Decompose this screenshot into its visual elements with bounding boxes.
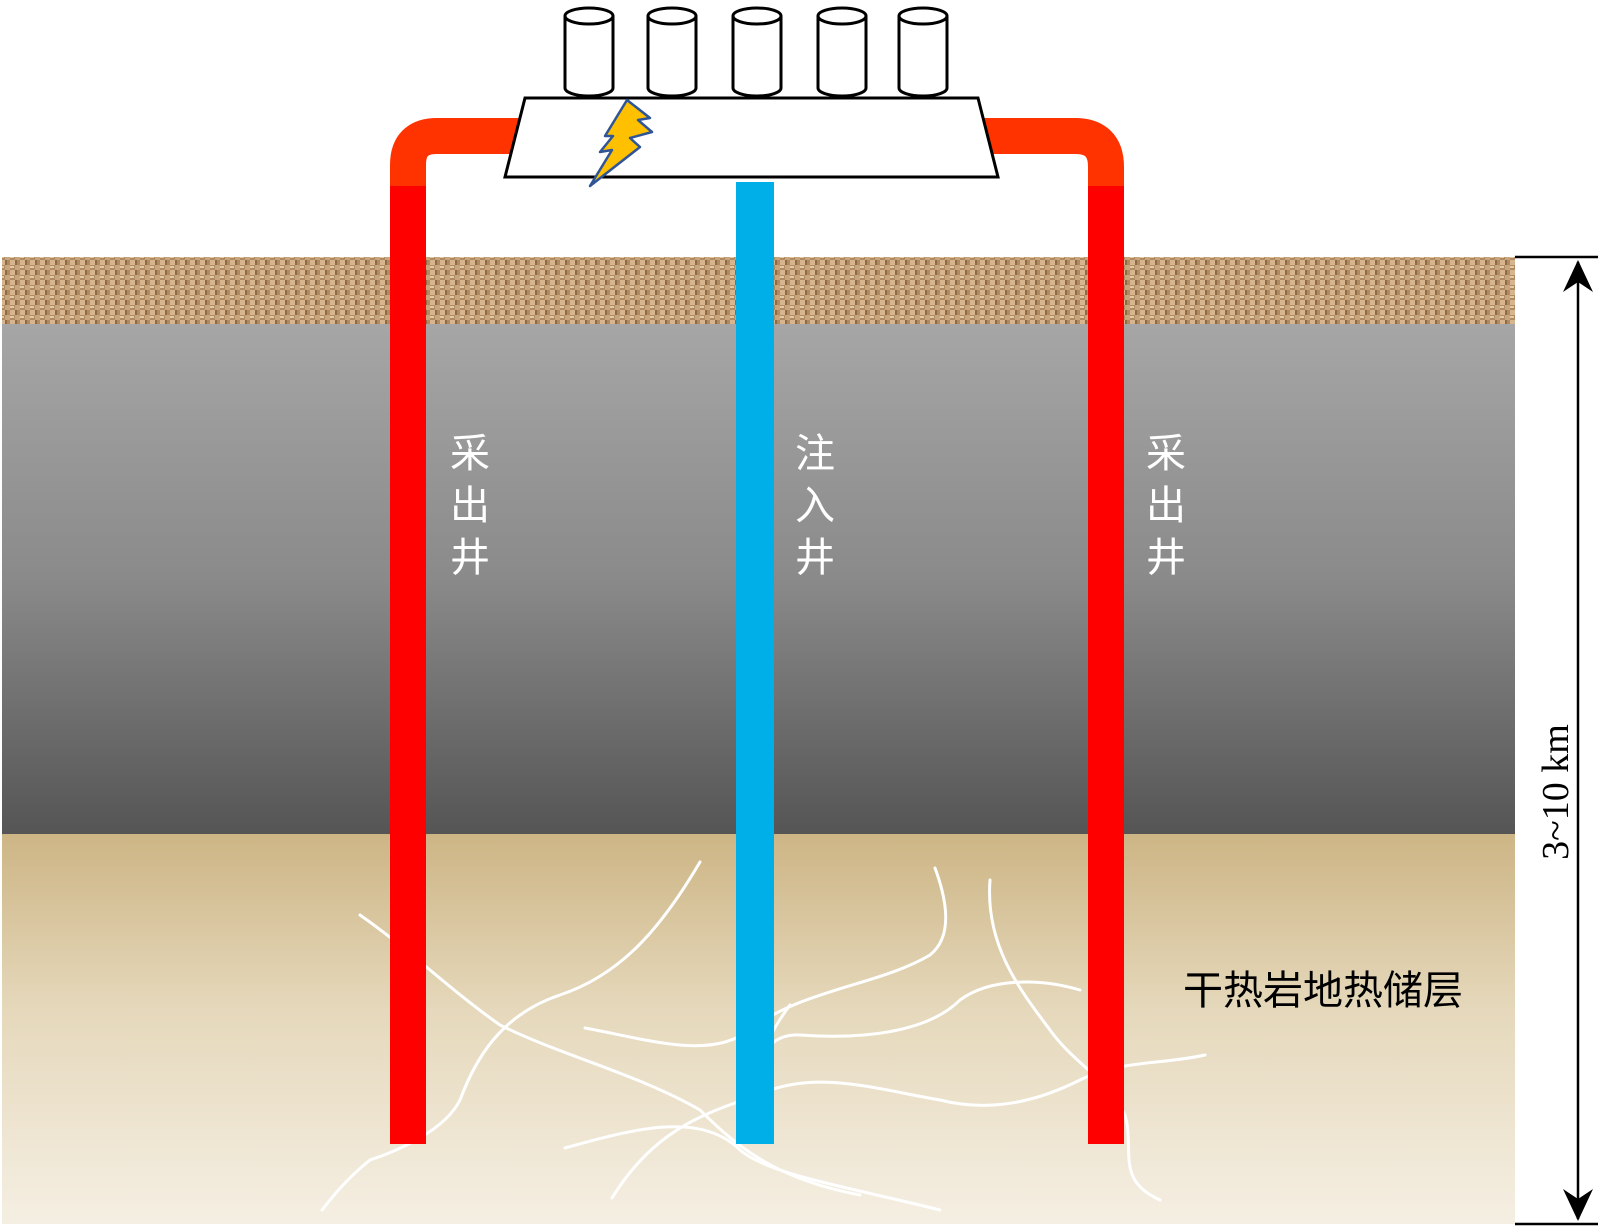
- production-well-left-label: 采出井: [450, 431, 490, 581]
- production-well-left: [390, 186, 426, 1144]
- power-plant-icon: [503, 6, 1000, 188]
- cooling-tower-1: [563, 6, 615, 98]
- reservoir-label: 干热岩地热储层: [1183, 968, 1463, 1014]
- cooling-tower-4: [816, 6, 868, 98]
- production-pipe-right: [983, 118, 1124, 186]
- cooling-tower-5: [897, 6, 949, 98]
- double-arrow-icon: [1563, 260, 1593, 1221]
- injection-well-label: 注入井: [795, 431, 835, 581]
- lightning-icon: [588, 98, 654, 188]
- depth-label: 3~10 km: [1535, 724, 1577, 860]
- cooling-tower-2: [646, 6, 698, 98]
- cooling-tower-3: [731, 6, 783, 98]
- production-well-right-label: 采出井: [1146, 431, 1186, 581]
- production-pipe-left: [390, 118, 520, 186]
- injection-well: [736, 182, 774, 1144]
- depth-dimension: [1515, 255, 1598, 1226]
- production-well-right: [1088, 186, 1124, 1144]
